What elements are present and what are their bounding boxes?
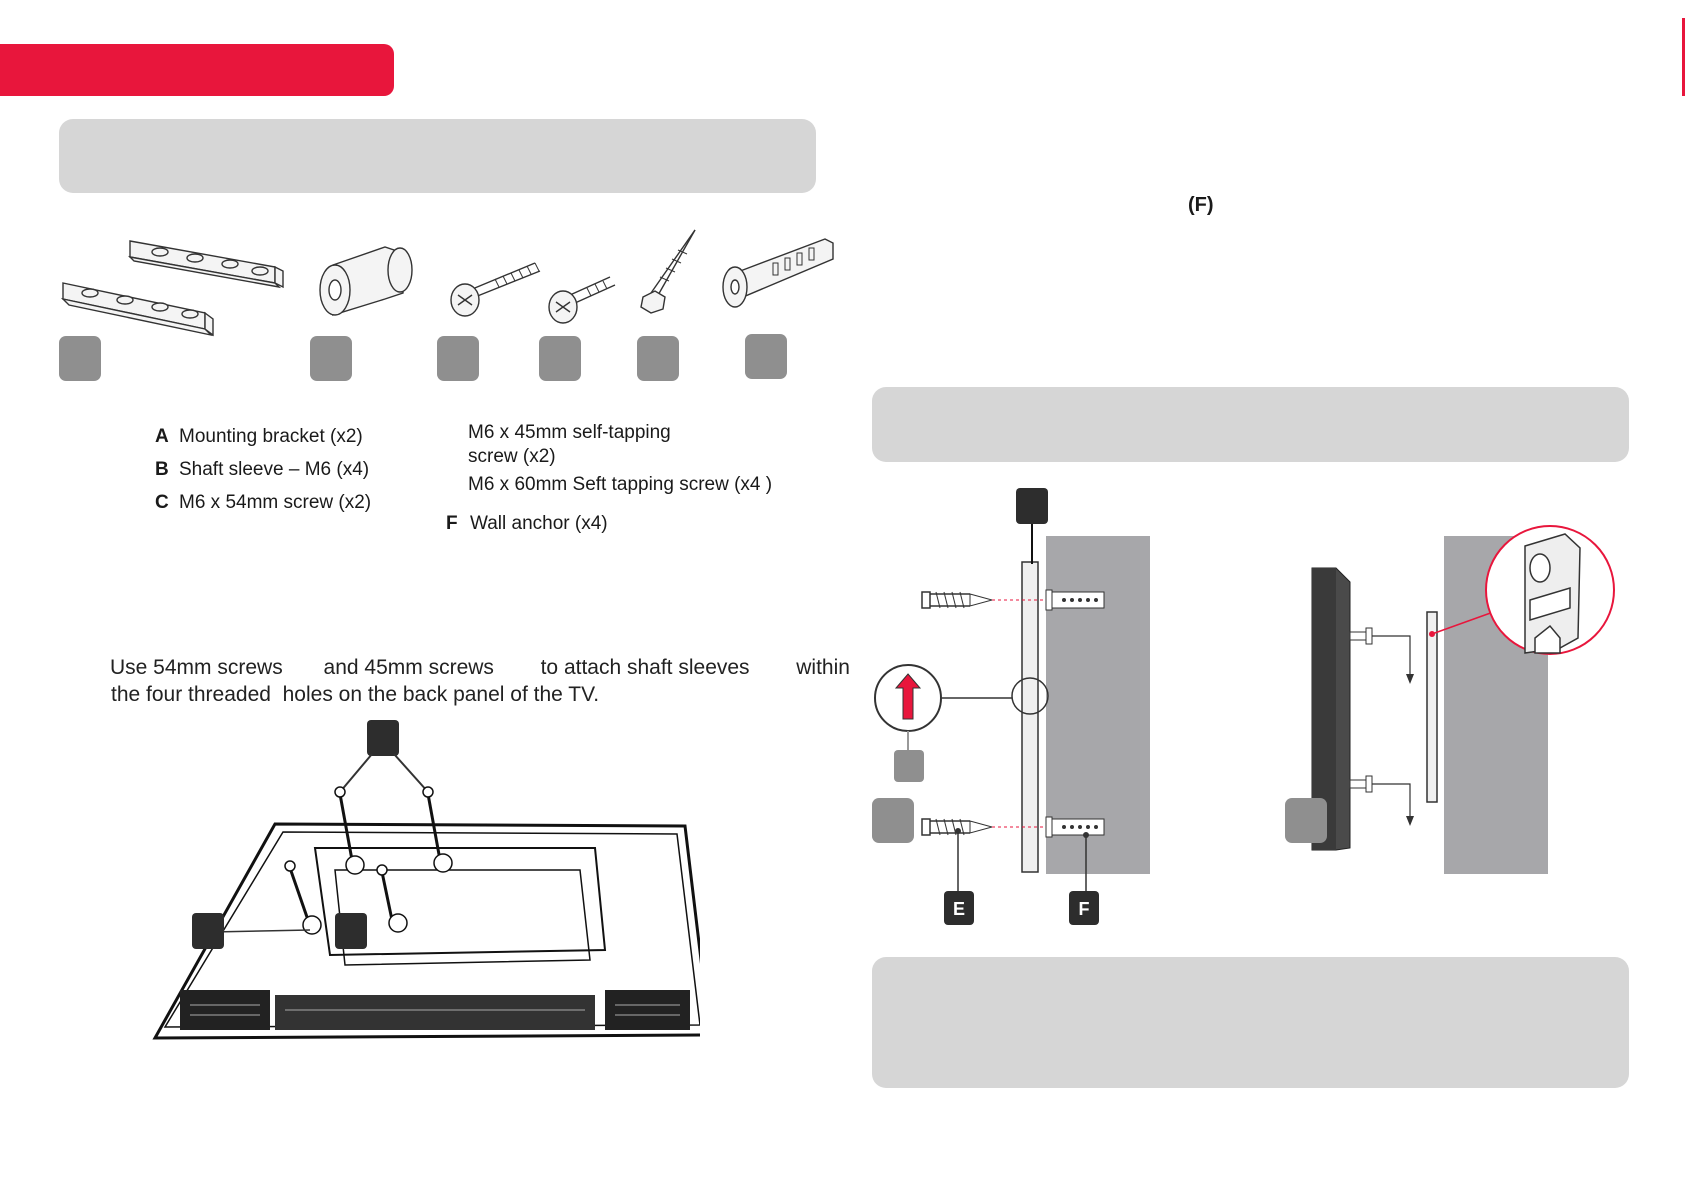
screw-c-drawing [450, 262, 541, 317]
step-panel-bottom-right [872, 957, 1629, 1088]
label-f-badge [1069, 891, 1099, 925]
label-e-badge [944, 891, 974, 925]
label-f: F [1079, 899, 1090, 919]
part-e-badge [637, 336, 679, 381]
screw-d-drawing [548, 276, 616, 324]
bracket-callout-badge [894, 750, 924, 782]
instruction-line-1: Use 54mm screws and 45mm screws to attac… [110, 656, 850, 679]
part-b-badge [310, 336, 352, 381]
shaft-sleeve-drawing [319, 246, 413, 316]
part-c-badge [437, 336, 479, 381]
screw-d-badge [335, 913, 367, 949]
step-badge-right [1285, 798, 1327, 843]
bracket-side [1426, 611, 1438, 803]
section-header-tab [0, 44, 394, 96]
part-f-badge [745, 334, 787, 379]
screw-e-drawing [640, 229, 696, 314]
part-d-badge [539, 336, 581, 381]
screw-c-badge [367, 720, 399, 756]
label-e: E [953, 899, 965, 919]
wall-anchor-drawing [722, 238, 834, 308]
step-panel-top-left [59, 119, 816, 193]
mounting-rail [1021, 561, 1039, 873]
wall-mount-diagram: E F [872, 488, 1615, 925]
bracket-a-badge [1016, 488, 1048, 524]
parts-illustration [60, 229, 834, 337]
wall-anchor-marker: (F) [1188, 194, 1214, 216]
parts-item-e: M6 x 60mm Seft tapping screw (x4 ) [468, 474, 773, 495]
right-edge-accent [1682, 18, 1685, 96]
sleeve-b-badge-left [192, 913, 224, 949]
instruction-line-2: the four threaded holes on the back pane… [111, 683, 600, 706]
up-arrow-icon [894, 673, 922, 720]
part-a-badge [59, 336, 101, 381]
step-badge-left [872, 798, 914, 843]
tv-back-diagram [152, 720, 700, 1040]
step-panel-middle-right [872, 387, 1629, 462]
parts-item-d: M6 x 45mm self-tapping screw (x2) [468, 422, 671, 467]
tv-body [152, 822, 700, 1040]
